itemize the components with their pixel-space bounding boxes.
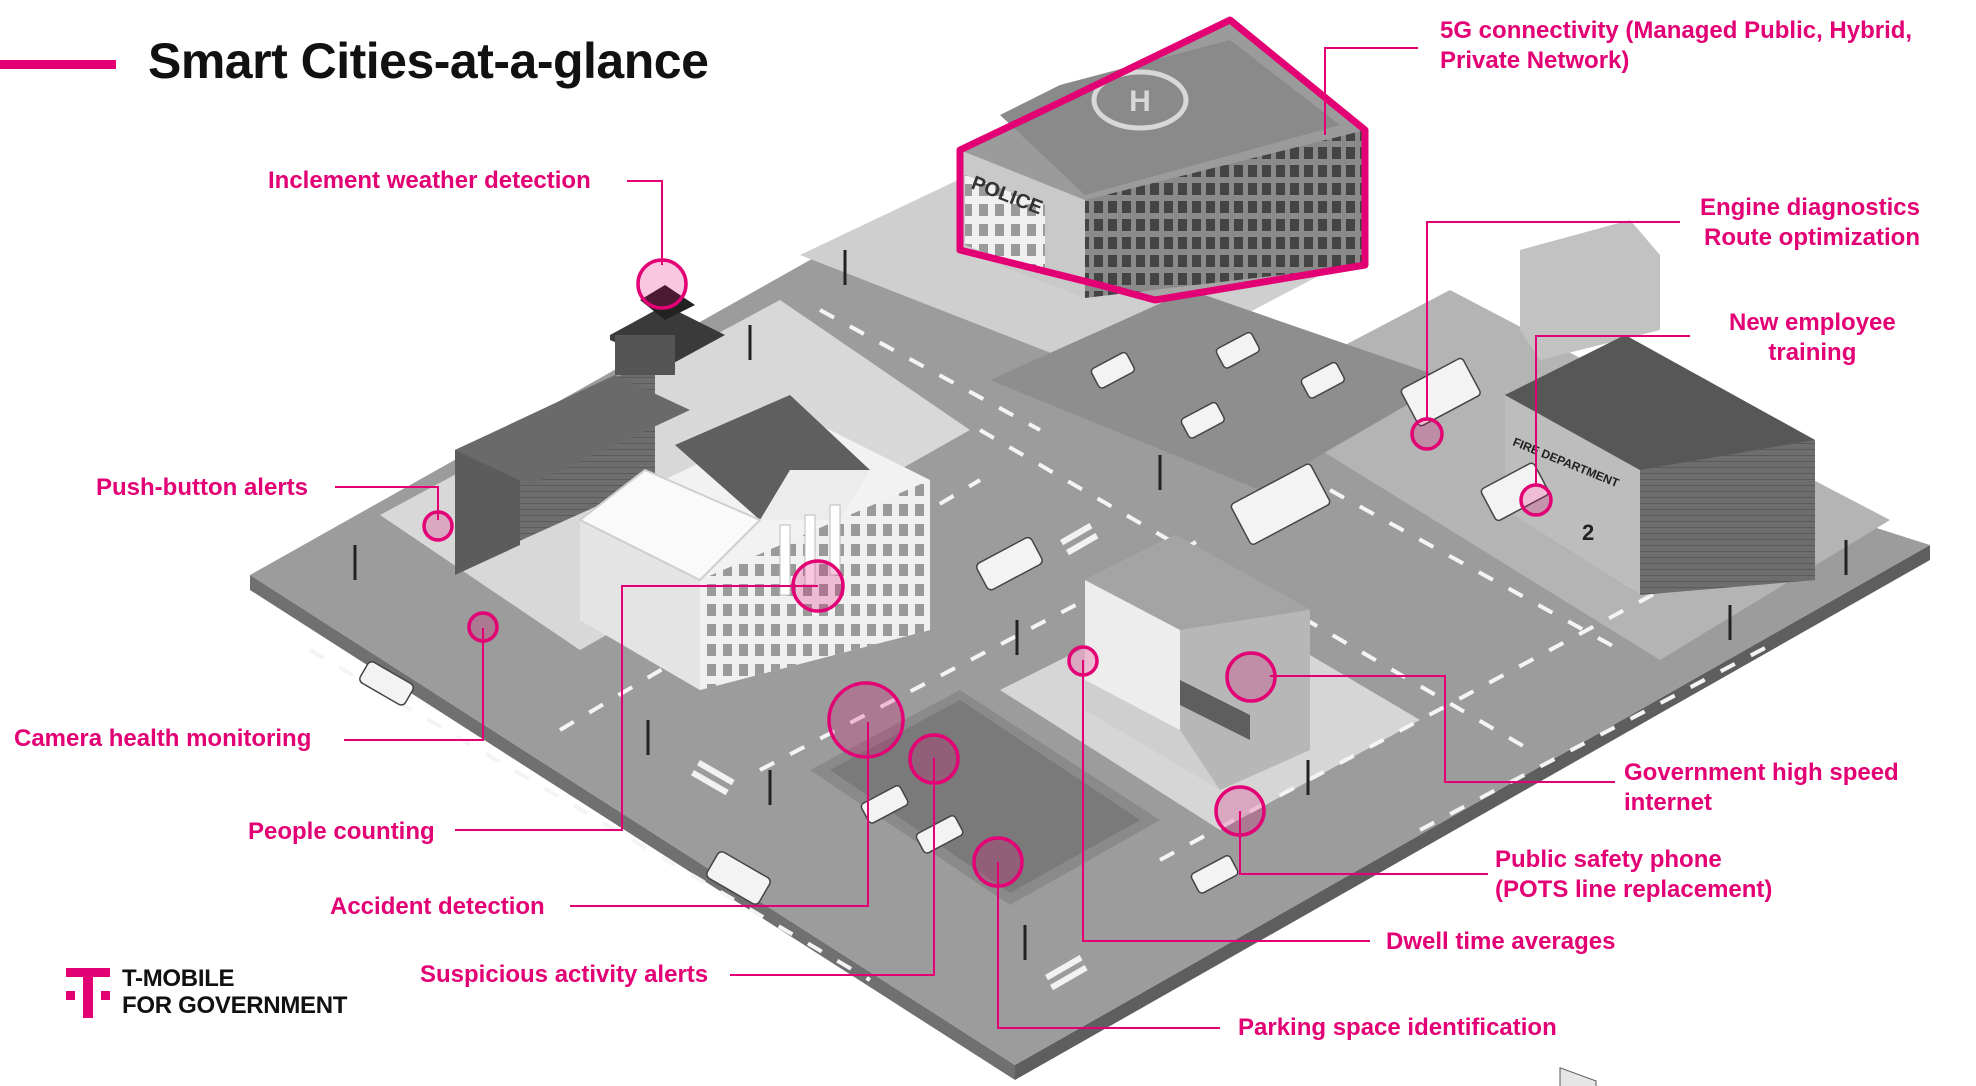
label-weather-detection: Inclement weather detection	[268, 167, 591, 194]
label-accident-detection: Accident detection	[330, 893, 545, 920]
label-engine-line1: Engine diagnostics	[1699, 194, 1920, 221]
vehicles	[359, 331, 1550, 905]
hotspots	[422, 258, 1553, 888]
fire-station-number: 2	[1582, 520, 1594, 545]
label-push-button-alerts: Push-button alerts	[96, 474, 309, 501]
label-suspicious-activity: Suspicious activity alerts	[420, 961, 709, 988]
label-parking-identification: Parking space identification	[1238, 1014, 1557, 1041]
civic-brick-building	[455, 285, 725, 575]
government-building	[578, 395, 930, 690]
svg-text:H: H	[1129, 85, 1151, 118]
label-people-counting: People counting	[248, 818, 435, 845]
label-gov-internet: Government high speed internet	[1624, 758, 1899, 818]
label-phone-line2: (POTS line replacement)	[1495, 876, 1773, 903]
brand-line2: FOR GOVERNMENT	[122, 992, 348, 1019]
label-engine-diagnostics: Engine diagnostics Route optimization	[1700, 193, 1920, 253]
label-training-line1: New employee	[1729, 309, 1896, 336]
lamp-posts	[353, 250, 1848, 960]
police-building: H POLICE	[956, 16, 1369, 304]
label-camera-health: Camera health monitoring	[14, 725, 312, 752]
label-5g-line1: 5G connectivity (Managed Public, Hybrid,	[1440, 17, 1913, 44]
label-5g-connectivity: 5G connectivity (Managed Public, Hybrid,…	[1440, 16, 1912, 76]
leader-lines	[335, 47, 1690, 1029]
label-phone-line1: Public safety phone	[1495, 846, 1722, 873]
tmobile-gov-logo: T-MOBILE FOR GOVERNMENT	[66, 965, 366, 1025]
brand-line1: T-MOBILE	[122, 965, 235, 992]
label-dwell-time: Dwell time averages	[1386, 928, 1616, 955]
label-employee-training: New employee training	[1729, 308, 1896, 368]
fire-department-building: FIRE DEPARTMENT 2	[1505, 220, 1815, 1086]
label-internet-line1: Government high speed	[1624, 759, 1899, 786]
label-5g-line2: Private Network)	[1440, 47, 1630, 74]
brand-text: T-MOBILE FOR GOVERNMENT	[122, 965, 347, 1019]
label-engine-line2: Route optimization	[1704, 224, 1920, 251]
crosswalks	[691, 523, 1099, 991]
label-public-safety-phone: Public safety phone (POTS line replaceme…	[1495, 845, 1772, 905]
label-internet-line2: internet	[1624, 789, 1713, 816]
title-accent-bar	[0, 60, 116, 69]
label-training-line2: training	[1768, 339, 1857, 366]
tmobile-t-icon	[66, 968, 110, 1018]
page-title: Smart Cities-at-a-glance	[148, 33, 709, 89]
